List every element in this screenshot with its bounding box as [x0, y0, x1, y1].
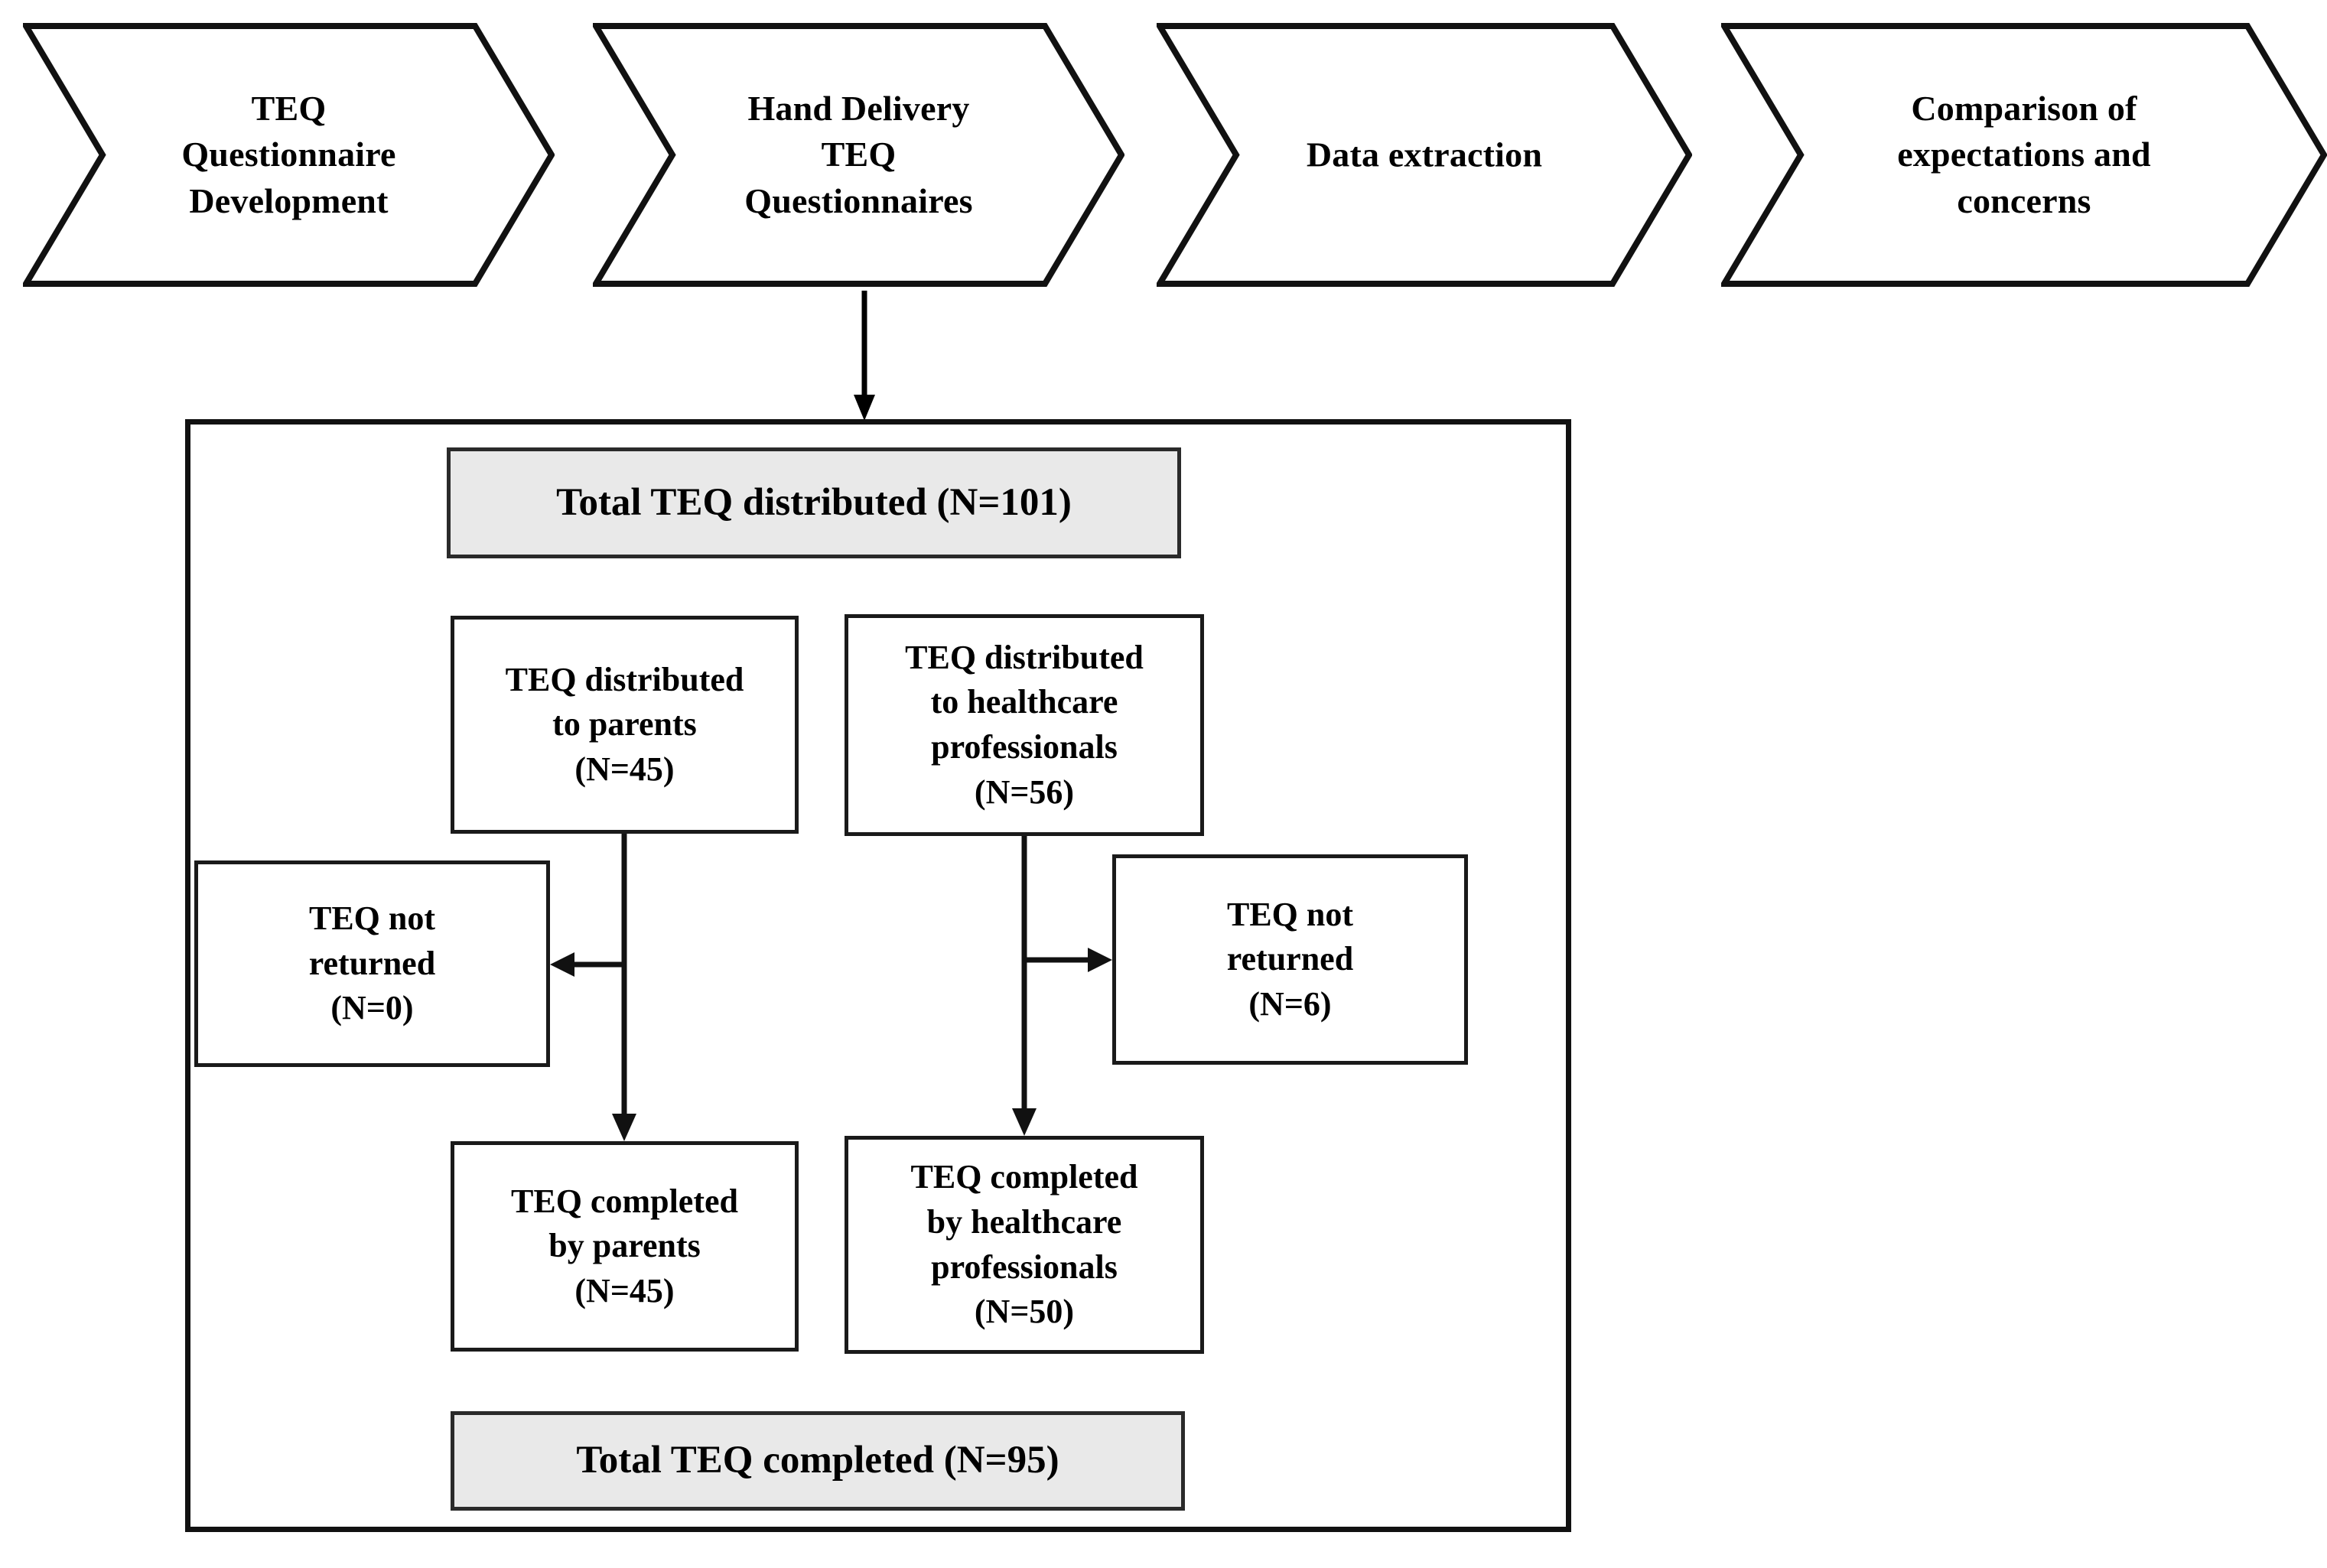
arrowhead-parents-notreturned: [550, 952, 574, 977]
node-teq-not-returned-parents[interactable]: TEQ not returned (N=0): [194, 860, 550, 1067]
node-teq-not-returned-healthcare-professionals[interactable]: TEQ not returned (N=6): [1112, 854, 1468, 1065]
process-step-4[interactable]: Comparison of expectations and concerns: [1721, 23, 2327, 287]
chevron-shape-icon: [1721, 23, 2327, 287]
process-step-4-label: Comparison of expectations and concerns: [1897, 88, 2151, 220]
process-step-2-label: Hand Delivery TEQ Questionnaires: [744, 88, 973, 220]
chevron-shape-icon: [593, 23, 1124, 287]
process-step-3-label: Data extraction: [1306, 135, 1543, 174]
chevron-shape-icon: [23, 23, 555, 287]
process-step-1-label: TEQ Questionnaire Development: [181, 88, 396, 220]
process-step-3[interactable]: Data extraction: [1157, 23, 1692, 287]
arrowhead-hcp-to-completed: [1012, 1108, 1037, 1136]
arrowhead-parents-to-completed: [612, 1114, 636, 1141]
node-teq-distributed-to-healthcare-professionals[interactable]: TEQ distributed to healthcare profession…: [845, 614, 1204, 836]
process-chevron-band: TEQ Questionnaire Development Hand Deliv…: [0, 23, 2327, 287]
node-teq-distributed-to-parents[interactable]: TEQ distributed to parents (N=45): [451, 616, 799, 834]
node-total-teq-completed[interactable]: Total TEQ completed (N=95): [451, 1411, 1185, 1511]
arrow-step2-to-flow-icon: [854, 291, 875, 421]
process-step-2[interactable]: Hand Delivery TEQ Questionnaires: [593, 23, 1124, 287]
arrowhead-hcp-notreturned: [1088, 948, 1112, 972]
chevron-shape-icon: [1157, 23, 1692, 287]
node-total-teq-distributed[interactable]: Total TEQ distributed (N=101): [447, 447, 1181, 558]
process-step-1[interactable]: TEQ Questionnaire Development: [23, 23, 555, 287]
node-teq-completed-by-parents[interactable]: TEQ completed by parents (N=45): [451, 1141, 799, 1352]
node-teq-completed-by-healthcare-professionals[interactable]: TEQ completed by healthcare professional…: [845, 1136, 1204, 1354]
flow-container: Total TEQ distributed (N=101) TEQ distri…: [185, 419, 1571, 1532]
